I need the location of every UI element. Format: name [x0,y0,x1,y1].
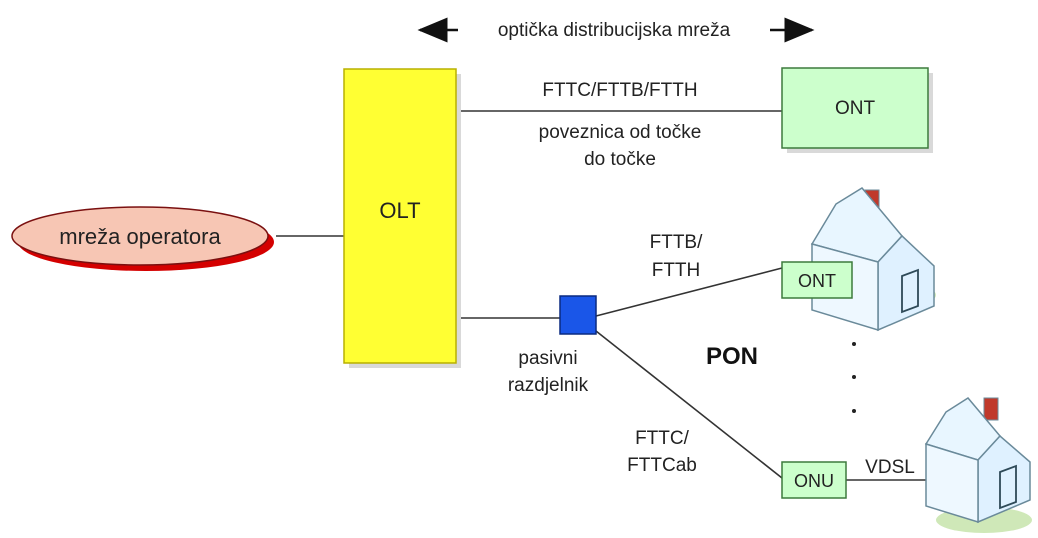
odn-label: optička distribucijska mreža [498,20,731,41]
onu-label: ONU [794,471,834,491]
link-splitter-onu [595,330,783,479]
house-upper-door [901,268,919,314]
house-lower [924,397,1032,533]
ont-house-box [781,261,853,299]
branch-upper-line2: FTTH [652,260,701,281]
onu-box [781,461,847,499]
link-splitter-ont [595,267,783,317]
passive-splitter: pasivni razdjelnik [508,295,597,396]
branch-upper-line1: FTTB/ [650,232,703,253]
olt-node: OLT [343,68,461,368]
vdsl-label: VDSL [865,457,915,478]
pon-label: PON [706,343,758,370]
ont-house-label: ONT [798,271,836,291]
house-lower-chimney [983,397,999,421]
operator-network: mreža operatora [11,206,274,271]
olt-box [343,68,457,364]
operator-network-label: mreža operatora [59,224,221,249]
house-lower-door [999,464,1017,510]
p2p-desc-line2: do točke [584,149,656,170]
more-subscribers-dots [852,342,856,413]
splitter-box [559,295,597,335]
connection-lines [276,110,940,481]
onu-node: ONU [781,461,847,499]
house-lower-side-wall [925,442,979,524]
branch-lower-line1: FTTC/ [635,428,690,449]
operator-network-ellipse [11,206,269,266]
olt-label: OLT [379,198,420,223]
p2p-desc-line1: poveznica od točke [539,122,702,143]
ont-top-box [781,67,929,149]
branch-lower-line2: FTTCab [627,455,697,476]
ont-top-label: ONT [835,98,876,119]
house-upper [810,187,936,332]
odn-extent-indicator: optička distribucijska mreža [417,17,815,43]
splitter-label-line1: pasivni [518,348,577,369]
splitter-label-line2: razdjelnik [508,375,589,396]
p2p-type-label: FTTC/FTTB/FTTH [542,80,697,101]
ont-house-node: ONT [781,261,853,299]
ont-top-node: ONT [781,67,933,153]
